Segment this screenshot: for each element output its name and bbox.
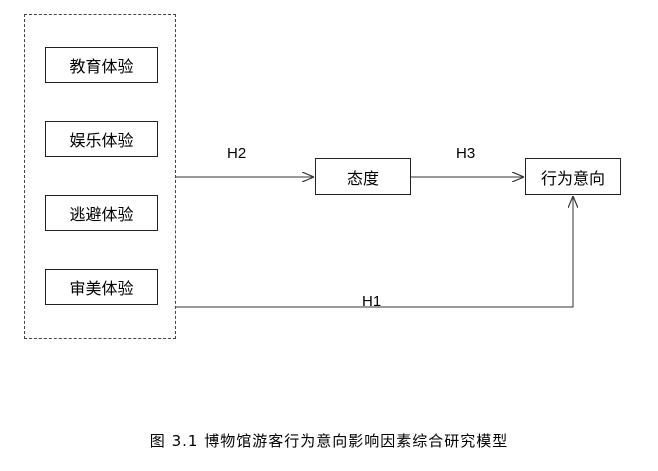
node-attitude: 态度 — [315, 158, 411, 195]
node-label: 审美体验 — [69, 279, 134, 298]
node-escapism-experience: 逃避体验 — [45, 195, 158, 231]
node-behavioral-intention: 行为意向 — [525, 158, 621, 195]
figure-caption: 图 3.1 博物馆游客行为意向影响因素综合研究模型 — [149, 432, 509, 450]
node-label: 行为意向 — [540, 168, 605, 188]
label-h1: H1 — [362, 293, 382, 310]
node-education-experience: 教育体验 — [45, 47, 158, 83]
node-entertainment-experience: 娱乐体验 — [45, 121, 158, 157]
node-esthetic-experience: 审美体验 — [45, 269, 158, 305]
label-h3: H3 — [456, 145, 476, 162]
node-label: 教育体验 — [69, 57, 134, 76]
node-label: 逃避体验 — [69, 205, 134, 224]
node-label: 娱乐体验 — [69, 131, 134, 150]
node-label: 态度 — [346, 168, 379, 188]
arrow-h1 — [176, 197, 573, 308]
experience-group — [24, 14, 176, 339]
label-h2: H2 — [227, 145, 247, 162]
